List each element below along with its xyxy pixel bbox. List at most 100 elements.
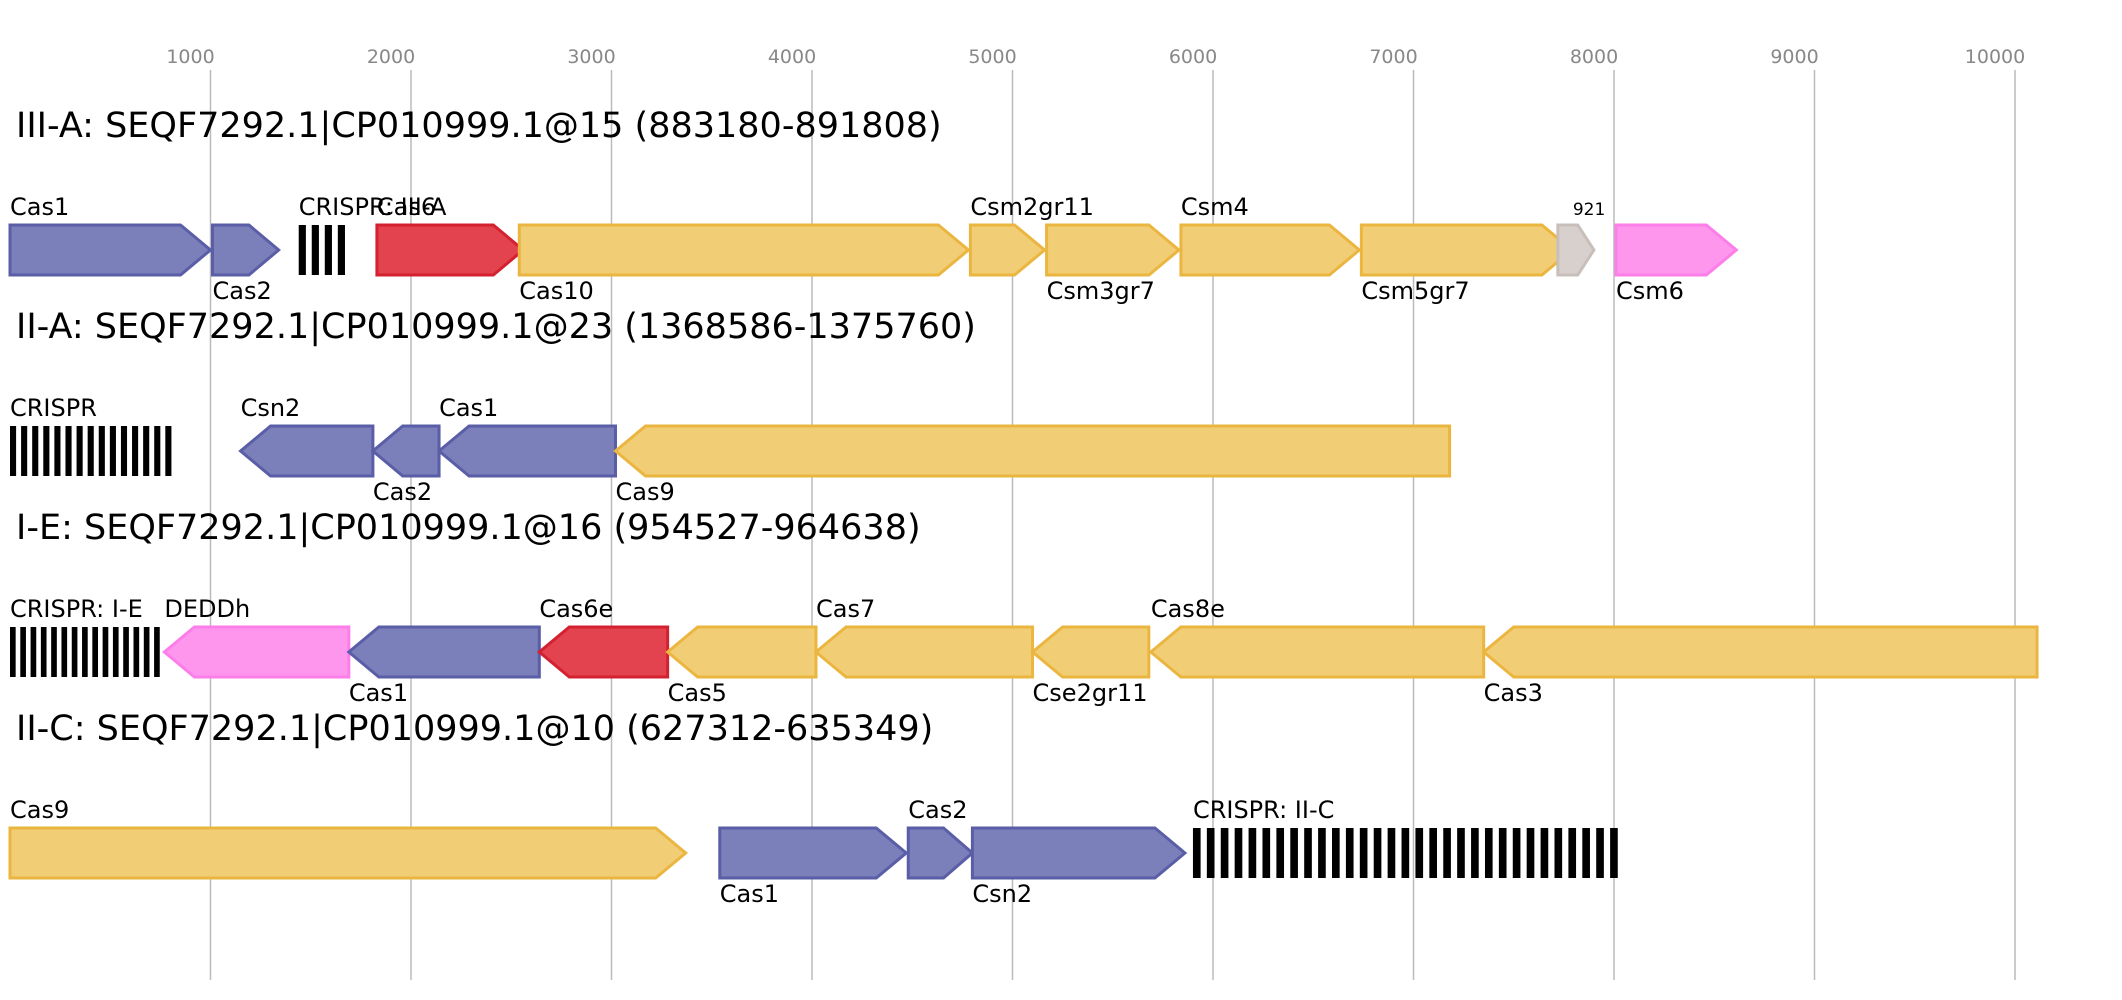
locus-track: II-C: SEQF7292.1|CP010999.1@10 (627312-6… [8, 709, 1618, 908]
crispr-repeat [1610, 828, 1618, 878]
gene-arrow [1045, 223, 1182, 277]
gene-arrow [665, 625, 818, 679]
crispr-repeat [1429, 828, 1437, 878]
crispr-repeat [1401, 828, 1410, 878]
tick-label: 8000 [1570, 46, 1618, 68]
crispr-repeat [1234, 828, 1243, 878]
crispr-label: CRISPR [10, 394, 97, 422]
axis-gridlines [209, 70, 2016, 980]
locus-track: I-E: SEQF7292.1|CP010999.1@16 (954527-96… [10, 508, 2039, 707]
crispr-repeat [87, 426, 94, 476]
crispr-repeat [311, 225, 319, 275]
gene-label: Csm2gr11 [970, 193, 1094, 221]
tick-label: 9000 [1770, 46, 1818, 68]
crispr-repeat [65, 426, 72, 476]
crispr-repeat [143, 627, 150, 677]
gene-label: Cas9 [10, 796, 69, 824]
crispr-repeat [98, 426, 105, 476]
crispr-repeat [165, 426, 172, 476]
locus-track: III-A: SEQF7292.1|CP010999.1@15 (883180-… [8, 106, 1739, 305]
crispr-repeat [21, 426, 28, 476]
gene-label: Cas1 [10, 193, 69, 221]
crispr-repeat [1262, 828, 1271, 878]
gene-arrow [1359, 223, 1575, 277]
tick-label: 2000 [367, 46, 415, 68]
gene-arrow [211, 223, 282, 277]
gene-arrow [1614, 223, 1739, 277]
crispr-repeat [109, 426, 116, 476]
crispr-repeat [1359, 828, 1368, 878]
locus-track: II-A: SEQF7292.1|CP010999.1@23 (1368586-… [10, 307, 1452, 506]
gene-label: Cas8e [1151, 595, 1225, 623]
crispr-repeat [1471, 828, 1479, 878]
crispr-repeat [71, 627, 78, 677]
tick-label: 5000 [968, 46, 1016, 68]
crispr-repeat [20, 627, 26, 677]
gene-arrow [375, 223, 526, 277]
gene-label: Cas5 [668, 679, 727, 707]
crispr-repeat [1582, 828, 1590, 878]
locus-title: II-C: SEQF7292.1|CP010999.1@10 (627312-6… [16, 709, 933, 749]
gene-arrow [370, 424, 441, 478]
crispr-repeat [1220, 828, 1229, 878]
gene-arrow [613, 424, 1452, 478]
gene-label: 921 [1573, 200, 1605, 220]
crispr-repeat [43, 426, 50, 476]
crispr-repeat [1443, 828, 1451, 878]
crispr-repeat [1512, 828, 1521, 878]
gene-arrow [813, 625, 1035, 679]
tick-label: 1000 [166, 46, 214, 68]
gene-label: Csn2 [972, 880, 1032, 908]
gene-label: Cas9 [616, 478, 675, 506]
gene-arrow [968, 223, 1047, 277]
crispr-repeat [1248, 828, 1257, 878]
crispr-repeat [10, 627, 16, 677]
gene-label: Cas6e [539, 595, 613, 623]
crispr-repeat [112, 627, 119, 677]
crispr-repeat [1568, 828, 1577, 878]
crispr-repeat [1457, 828, 1465, 878]
crispr-repeat [120, 426, 128, 476]
crispr-label: CRISPR: II-C [1193, 796, 1334, 824]
crispr-repeat [1526, 828, 1535, 878]
gene-arrow [1556, 223, 1596, 277]
gene-arrow [1481, 625, 2039, 679]
gene-label: Cas1 [439, 394, 498, 422]
gene-label: Csn2 [241, 394, 301, 422]
gene-label: Csm3gr7 [1047, 277, 1155, 305]
crispr-repeat [143, 426, 150, 476]
crispr-repeat [154, 627, 160, 677]
crispr-repeat [133, 627, 140, 677]
gene-arrow [8, 223, 213, 277]
gene-label: Cas3 [1484, 679, 1543, 707]
crispr-repeat [1596, 828, 1604, 878]
crispr-repeat [1373, 828, 1382, 878]
gene-label: Csm4 [1181, 193, 1249, 221]
crispr-repeat [1387, 828, 1396, 878]
locus-title: I-E: SEQF7292.1|CP010999.1@16 (954527-96… [16, 508, 921, 548]
gene-label: Cse2gr11 [1033, 679, 1148, 707]
crispr-repeat [1290, 828, 1298, 878]
gene-label: Cas10 [519, 277, 594, 305]
crispr-repeat [298, 225, 306, 275]
gene-label: Cas7 [816, 595, 875, 623]
crispr-repeat [123, 627, 129, 677]
crispr-repeat [1554, 828, 1563, 878]
crispr-repeat [1484, 828, 1493, 878]
crispr-repeat [154, 426, 161, 476]
crispr-repeat [92, 627, 98, 677]
gene-label: DEDDh [164, 595, 250, 623]
gene-arrow [162, 625, 351, 679]
crispr-repeat [1276, 828, 1285, 878]
gene-label: Csm5gr7 [1361, 277, 1469, 305]
locus-title: III-A: SEQF7292.1|CP010999.1@15 (883180-… [16, 106, 942, 146]
crispr-repeat [337, 225, 345, 275]
crispr-repeat [102, 627, 109, 677]
crispr-repeat [1318, 828, 1326, 878]
crispr-repeat [1304, 828, 1312, 878]
gene-label: Cas2 [373, 478, 432, 506]
crispr-repeat [132, 426, 139, 476]
gene-arrow [346, 625, 541, 679]
